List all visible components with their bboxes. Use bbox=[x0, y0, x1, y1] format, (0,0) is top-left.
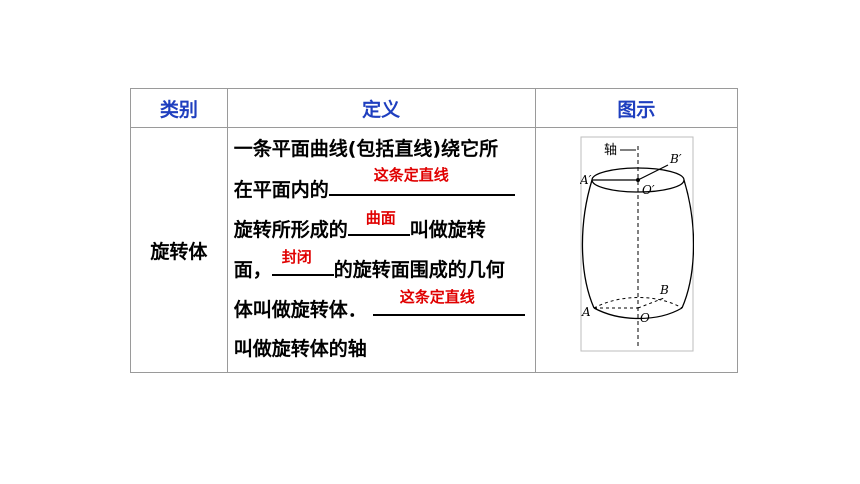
blank-2 bbox=[347, 214, 410, 236]
label-b-prime: B′ bbox=[669, 152, 682, 166]
definition-line-3: 旋转所形成的 叫做旋转 bbox=[234, 214, 486, 242]
header-illustration: 图示 bbox=[534, 88, 739, 128]
line-4-suffix: 的旋转面围成的几何 bbox=[333, 259, 505, 281]
line-5-text: 体叫做旋转体． bbox=[233, 299, 367, 321]
answer-4: 这条定直线 bbox=[399, 288, 475, 306]
label-a-prime: A′ bbox=[580, 173, 592, 187]
definition-line-2: 在平面内的 bbox=[234, 174, 515, 202]
table-header-row: 类别 定义 图示 bbox=[130, 88, 739, 128]
answer-2: 曲面 bbox=[365, 209, 396, 227]
header-category: 类别 bbox=[130, 88, 228, 128]
line-3-suffix: 叫做旋转 bbox=[409, 219, 486, 241]
line-4-text: 面， bbox=[233, 259, 272, 281]
answer-3: 封闭 bbox=[281, 248, 312, 266]
solid-of-revolution-figure: 轴 B′ A′ O′ B A O bbox=[580, 136, 694, 352]
answer-1: 这条定直线 bbox=[373, 166, 449, 184]
line-3-text: 旋转所形成的 bbox=[233, 219, 348, 241]
definition-line-6: 叫做旋转体的轴 bbox=[233, 338, 367, 360]
axis-label: 轴 bbox=[604, 143, 617, 158]
blank-4 bbox=[372, 294, 525, 316]
definition-line-4: 面， 的旋转面围成的几何 bbox=[234, 254, 505, 282]
illustration-cell: 轴 B′ A′ O′ B A O bbox=[534, 127, 739, 373]
header-definition: 定义 bbox=[226, 88, 536, 128]
definition-line-5: 体叫做旋转体． bbox=[234, 294, 525, 322]
definition-cell: 一条平面曲线(包括直线)绕它所 在平面内的 这条定直线 旋转所形成的 叫做旋转 曲… bbox=[226, 127, 536, 373]
label-o-prime: O′ bbox=[642, 183, 655, 197]
label-b: B bbox=[659, 283, 669, 297]
blank-1 bbox=[328, 174, 515, 196]
blank-3 bbox=[271, 254, 334, 276]
category-cell: 旋转体 bbox=[130, 127, 228, 373]
line-2-text: 在平面内的 bbox=[233, 179, 329, 201]
table-row: 旋转体 一条平面曲线(包括直线)绕它所 在平面内的 这条定直线 旋转所形成的叫做… bbox=[130, 127, 739, 373]
definition-table: 类别 定义 图示 旋转体 一条平面曲线(包括直线)绕它所 在平面内的 这条定直线… bbox=[130, 88, 739, 373]
label-o: O bbox=[640, 311, 650, 325]
label-a: A bbox=[581, 305, 591, 319]
definition-line-1: 一条平面曲线(包括直线)绕它所 bbox=[233, 138, 499, 160]
